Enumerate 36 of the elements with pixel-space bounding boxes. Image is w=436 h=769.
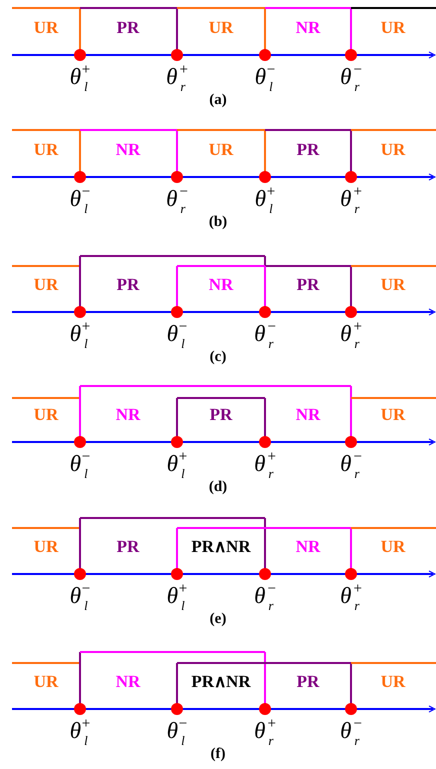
region-label: UR xyxy=(380,672,406,692)
region-label: PR xyxy=(296,672,320,692)
panel-label: (d) xyxy=(208,478,228,496)
region-label: PR∧NR xyxy=(191,537,251,557)
region-label: UR xyxy=(380,275,406,295)
region-label: UR xyxy=(208,18,234,38)
region-label: PR xyxy=(116,275,140,295)
region-label: NR xyxy=(208,275,234,295)
region-label: PR xyxy=(296,275,320,295)
panel-label: (e) xyxy=(210,610,226,628)
region-label: UR xyxy=(380,18,406,38)
region-label: PR xyxy=(296,140,320,160)
region-label: PR xyxy=(116,537,140,557)
region-label: PR∧NR xyxy=(191,672,251,692)
region-label: UR xyxy=(34,537,58,557)
region-label: PR xyxy=(116,18,140,38)
panel-label: (c) xyxy=(210,348,226,366)
region-label: UR xyxy=(208,140,234,160)
region-label: NR xyxy=(296,18,320,38)
region-label: NR xyxy=(116,140,140,160)
region-label: UR xyxy=(380,537,406,557)
region-label: UR xyxy=(34,18,58,38)
region-label: PR xyxy=(210,405,232,425)
region-label: NR xyxy=(116,405,140,425)
region-label: UR xyxy=(34,275,58,295)
region-label: NR xyxy=(296,537,320,557)
region-label: NR xyxy=(116,672,140,692)
region-label: UR xyxy=(34,672,58,692)
panel-label: (a) xyxy=(209,91,227,109)
region-label: UR xyxy=(34,140,58,160)
panel-label: (b) xyxy=(208,213,228,231)
region-label: NR xyxy=(296,405,320,425)
panel-label: (f) xyxy=(210,745,226,763)
region-label: UR xyxy=(380,405,406,425)
region-label: UR xyxy=(34,405,58,425)
region-label: UR xyxy=(380,140,406,160)
